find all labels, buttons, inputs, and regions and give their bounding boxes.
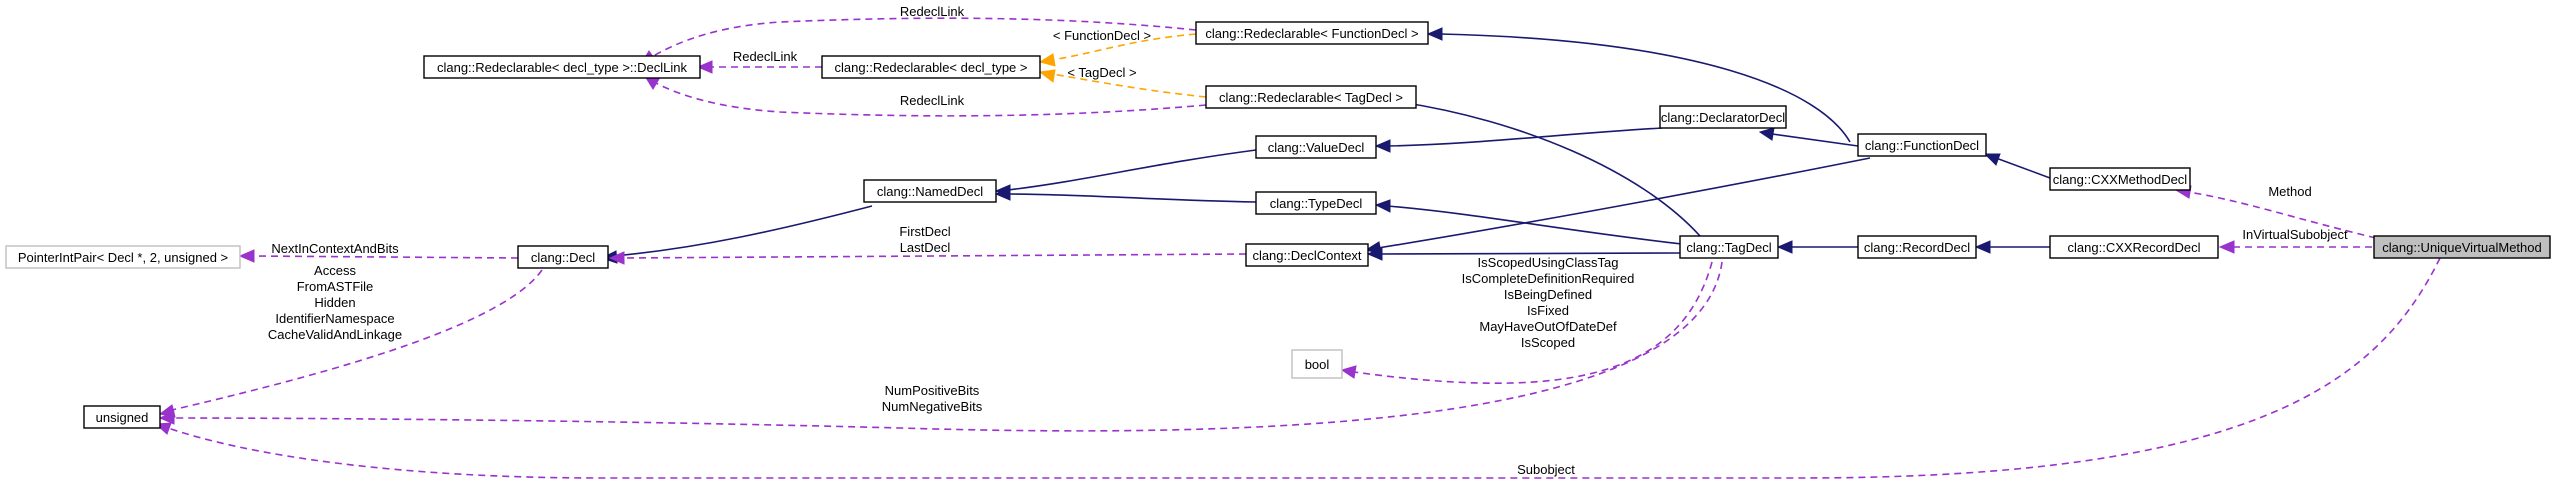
label-tag-decl-template: < TagDecl > <box>1067 65 1136 80</box>
svg-text:clang::Decl: clang::Decl <box>531 250 595 265</box>
node-type-decl[interactable]: clang::TypeDecl <box>1255 191 1377 215</box>
svg-text:bool: bool <box>1305 357 1330 372</box>
svg-text:clang::TypeDecl: clang::TypeDecl <box>1270 196 1363 211</box>
node-unsigned[interactable]: unsigned <box>83 405 161 429</box>
node-redeclarable-functiondecl[interactable]: clang::Redeclarable< FunctionDecl > <box>1195 21 1429 45</box>
label-num-positive-bits: NumPositiveBits <box>885 383 980 398</box>
label-from-ast-file: FromASTFile <box>297 279 374 294</box>
label-hidden: Hidden <box>314 295 355 310</box>
node-function-decl[interactable]: clang::FunctionDecl <box>1857 133 1987 157</box>
node-cxx-record-decl[interactable]: clang::CXXRecordDecl <box>2049 235 2219 259</box>
svg-text:clang::CXXRecordDecl: clang::CXXRecordDecl <box>2068 240 2201 255</box>
svg-text:clang::Redeclarable< FunctionD: clang::Redeclarable< FunctionDecl > <box>1205 26 1418 41</box>
edge-function-to-redecl-function <box>1426 27 1851 143</box>
svg-text:clang::NamedDecl: clang::NamedDecl <box>877 184 983 199</box>
node-cxx-method-decl[interactable]: clang::CXXMethodDecl <box>2049 167 2191 191</box>
svg-text:clang::FunctionDecl: clang::FunctionDecl <box>1865 138 1979 153</box>
label-is-scoped: IsScoped <box>1521 335 1575 350</box>
node-tag-decl[interactable]: clang::TagDecl <box>1679 235 1779 259</box>
edge-redecl-link-mid <box>696 60 822 74</box>
node-record-decl[interactable]: clang::RecordDecl <box>1857 235 1977 259</box>
node-decl-context[interactable]: clang::DeclContext <box>1245 243 1369 267</box>
label-is-being-defined: IsBeingDefined <box>1504 287 1592 302</box>
label-redecl-link-mid: RedeclLink <box>733 49 798 64</box>
label-redecl-link-top: RedeclLink <box>900 4 965 19</box>
label-access: Access <box>314 263 356 278</box>
svg-text:clang::DeclContext: clang::DeclContext <box>1252 248 1361 263</box>
label-is-complete-definition-required: IsCompleteDefinitionRequired <box>1462 271 1635 286</box>
svg-text:clang::Redeclarable< decl_type: clang::Redeclarable< decl_type > <box>835 60 1028 75</box>
node-value-decl[interactable]: clang::ValueDecl <box>1255 135 1377 159</box>
node-pointer-int-pair[interactable]: PointerIntPair< Decl *, 2, unsigned > <box>5 245 241 269</box>
edge-recorddecl-to-tagdecl <box>1776 240 1858 254</box>
edge-unique-invirtualsubobject <box>2218 240 2372 254</box>
svg-text:unsigned: unsigned <box>96 410 149 425</box>
label-redecl-link-bottom: RedeclLink <box>900 93 965 108</box>
node-unique-virtual-method[interactable]: clang::UniqueVirtualMethod <box>2373 235 2551 259</box>
node-decl[interactable]: clang::Decl <box>517 245 609 269</box>
label-in-virtual-subobject: InVirtualSubobject <box>2242 227 2348 242</box>
svg-text:PointerIntPair< Decl *, 2, uns: PointerIntPair< Decl *, 2, unsigned > <box>18 250 228 265</box>
label-is-scoped-using-class-tag: IsScopedUsingClassTag <box>1478 255 1619 270</box>
svg-text:clang::DeclaratorDecl: clang::DeclaratorDecl <box>1661 110 1785 125</box>
edge-named-to-decl <box>600 205 873 264</box>
label-method: Method <box>2268 184 2311 199</box>
edge-redecl-function-template <box>1038 33 1197 67</box>
edge-tagdecl-bool <box>1340 261 1713 384</box>
svg-text:clang::Redeclarable< TagDecl >: clang::Redeclarable< TagDecl > <box>1219 90 1403 105</box>
label-last-decl: LastDecl <box>900 240 951 255</box>
edge-cxxmethod-to-function <box>1983 153 2051 179</box>
svg-text:clang::ValueDecl: clang::ValueDecl <box>1268 140 1365 155</box>
node-redeclarable-decllink[interactable]: clang::Redeclarable< decl_type >::DeclLi… <box>423 55 701 79</box>
svg-text:clang::TagDecl: clang::TagDecl <box>1686 240 1771 255</box>
svg-text:clang::Redeclarable< decl_type: clang::Redeclarable< decl_type >::DeclLi… <box>437 60 688 75</box>
edge-value-to-named <box>994 149 1257 198</box>
label-first-decl: FirstDecl <box>899 224 950 239</box>
edge-declcontext-decl <box>608 251 1247 265</box>
node-declarator-decl[interactable]: clang::DeclaratorDecl <box>1659 105 1787 129</box>
label-cache-valid-and-linkage: CacheValidAndLinkage <box>268 327 402 342</box>
label-identifier-namespace: IdentifierNamespace <box>275 311 394 326</box>
svg-text:clang::RecordDecl: clang::RecordDecl <box>1864 240 1970 255</box>
edge-decl-pointerintpair <box>238 249 519 263</box>
label-subobject: Subobject <box>1517 462 1575 477</box>
svg-text:clang::UniqueVirtualMethod: clang::UniqueVirtualMethod <box>2382 240 2541 255</box>
edge-type-to-named <box>994 187 1257 203</box>
svg-text:clang::CXXMethodDecl: clang::CXXMethodDecl <box>2053 172 2188 187</box>
edge-cxxrecord-to-recorddecl <box>1974 240 2050 254</box>
label-num-negative-bits: NumNegativeBits <box>882 399 983 414</box>
node-bool[interactable]: bool <box>1291 349 1343 379</box>
edge-declarator-to-value <box>1374 127 1663 153</box>
node-redeclarable-tagdecl[interactable]: clang::Redeclarable< TagDecl > <box>1205 85 1417 109</box>
edge-tagdecl-to-redecl-tag <box>1386 95 1701 237</box>
label-next-in-context: NextInContextAndBits <box>271 241 399 256</box>
edge-function-to-declcontext <box>1364 157 1871 255</box>
label-is-fixed: IsFixed <box>1527 303 1569 318</box>
node-named-decl[interactable]: clang::NamedDecl <box>863 179 997 203</box>
edge-redecl-tag-template <box>1038 69 1207 98</box>
edge-function-to-declarator <box>1758 127 1859 147</box>
label-may-have-out-of-date-def: MayHaveOutOfDateDef <box>1479 319 1617 334</box>
node-redeclarable-decltype[interactable]: clang::Redeclarable< decl_type > <box>821 55 1041 79</box>
edge-tagdecl-unsigned <box>158 261 1723 432</box>
label-function-decl-template: < FunctionDecl > <box>1053 28 1151 43</box>
